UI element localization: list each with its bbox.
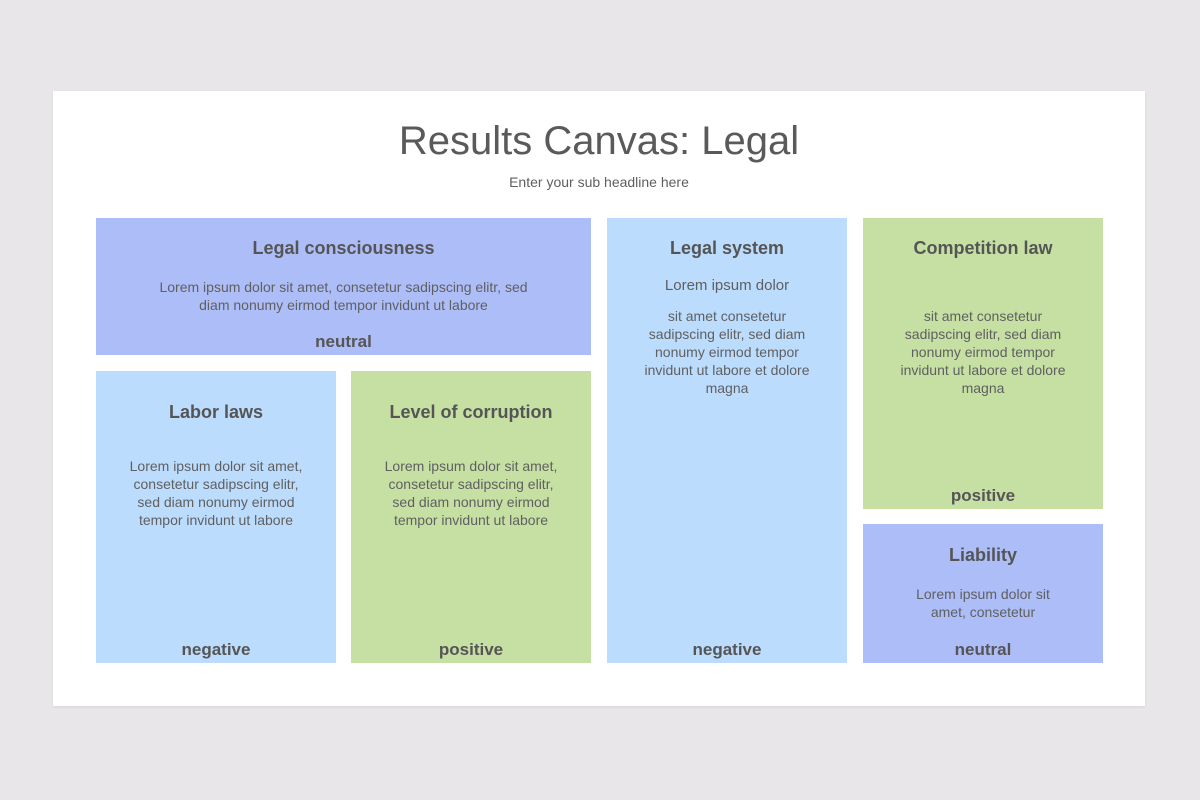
card-tag: neutral [315,332,372,351]
card-tag: positive [438,640,504,659]
card-title: Level of corruption [389,402,553,422]
card-title: Legal consciousness [252,238,435,258]
card-tag: negative [692,640,762,659]
card-level-of-corruption: Level of corruption Lorem ipsum dolor si… [351,371,591,663]
card-labor-laws: Labor laws Lorem ipsum dolor sit amet, c… [96,371,336,663]
card-title: Labor laws [168,402,264,422]
card-tag: neutral [954,640,1012,659]
card-body: sit amet consetetur sadipscing elitr, se… [900,308,1066,396]
card-legal-system: Legal system Lorem ipsum dolor sit amet … [607,218,847,663]
page-subtitle: Enter your sub headline here [509,174,689,190]
card-title: Competition law [913,238,1053,258]
card-tag: negative [181,640,251,659]
card-body: Lorem ipsum dolor sit amet, consetetur s… [159,279,528,313]
card-title: Legal system [669,238,785,258]
page-title: Results Canvas: Legal [398,119,800,163]
card-tag: positive [950,486,1016,505]
card-title: Liability [948,545,1017,565]
card-liability: Liability Lorem ipsum dolor sit amet, co… [863,524,1103,663]
card-body: Lorem ipsum dolor sit amet, consetetur s… [384,458,558,528]
slide: Results Canvas: Legal Enter your sub hea… [53,91,1145,706]
card-competition-law: Competition law sit amet consetetur sadi… [863,218,1103,509]
card-subheading: Lorem ipsum dolor [664,277,790,294]
card-body: Lorem ipsum dolor sit amet, consetetur s… [129,458,303,528]
card-body: Lorem ipsum dolor sit amet, consetetur [916,586,1050,620]
card-body: sit amet consetetur sadipscing elitr, se… [644,308,810,396]
card-legal-consciousness: Legal consciousness Lorem ipsum dolor si… [96,218,591,355]
